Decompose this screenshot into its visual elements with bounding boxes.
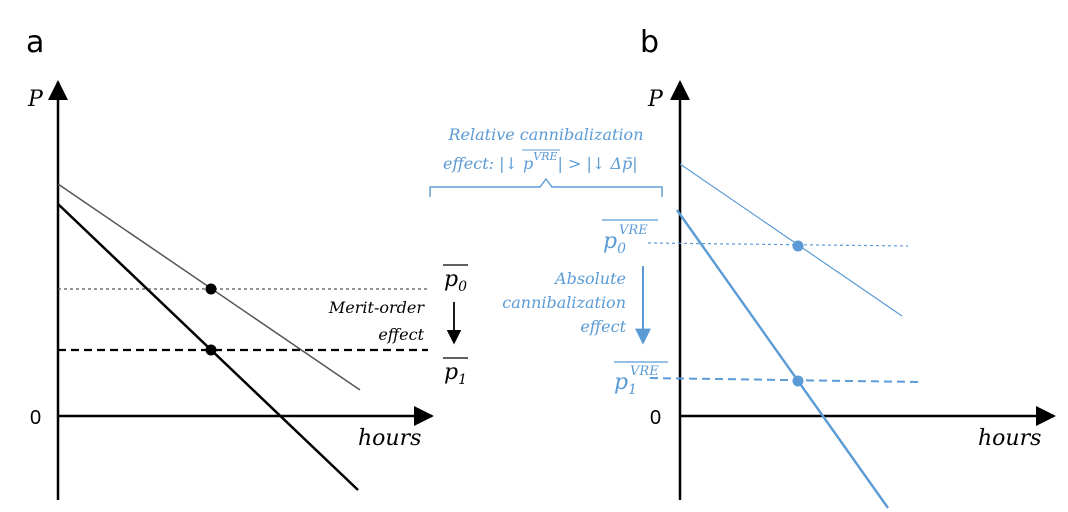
panel-a-p1-label: p1 [444, 360, 467, 388]
panel-a-point-p1 [205, 344, 217, 356]
panel-a-origin-label: 0 [30, 407, 41, 429]
panel-b-point-p1 [792, 375, 804, 387]
panel-b-absolute-line1: Absolute [553, 269, 626, 288]
panel-b-p1-line [649, 377, 919, 383]
panel-a-point-p0 [205, 283, 217, 295]
panel-b: b P 0 hours p0VRE p1VRE Absolute canniba… [429, 25, 1056, 509]
panel-b-y-label: P [647, 87, 664, 112]
panel-b-p0-line [647, 242, 909, 247]
panel-b-absolute-line2: cannibalization [502, 293, 626, 312]
panel-a: a P 0 hours p0 p1 Merit-order effect [26, 25, 468, 500]
panel-a-p0-label: p0 [444, 267, 467, 295]
panel-b-supply-curve-original [679, 163, 903, 317]
panel-b-x-label: hours [978, 426, 1041, 451]
panel-b-origin-label: 0 [650, 407, 661, 429]
panel-b-relative-line1: Relative cannibalization [447, 125, 643, 144]
panel-a-x-label: hours [358, 426, 421, 451]
panel-a-effect-line1: Merit-order [328, 298, 425, 317]
panel-b-relative-line2: effect: |↓ pVRE| > |↓ Δp̄| [443, 150, 638, 173]
panel-a-effect-line2: effect [378, 325, 424, 344]
panel-b-relative-bracket [429, 177, 663, 197]
panel-a-y-label: P [27, 87, 44, 112]
panel-b-label: b [640, 25, 659, 60]
panel-b-p1-label: p1VRE [614, 364, 659, 398]
panel-a-label: a [26, 25, 44, 60]
panel-b-supply-curve-shifted [676, 209, 889, 509]
panel-b-absolute-line3: effect [580, 317, 626, 336]
panel-b-point-p0 [792, 240, 804, 252]
panel-b-p0-label: p0VRE [603, 223, 648, 257]
